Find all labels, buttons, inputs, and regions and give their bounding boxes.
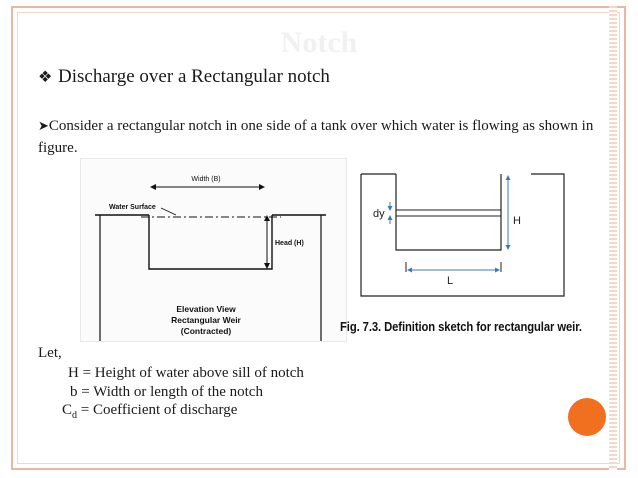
- slide-border-outer: [11, 6, 626, 470]
- weir-elevation-svg: Width (B) Water Surface Head (H) Elevati…: [95, 176, 326, 341]
- paragraph-text: Consider a rectangular notch in one side…: [38, 118, 594, 156]
- let-label: Let,: [38, 345, 62, 361]
- slide-title: Notch: [280, 26, 358, 59]
- water-surface-pointer: [160, 207, 177, 216]
- caption-line3: (Contracted): [181, 326, 232, 336]
- decorative-stripe: [609, 6, 617, 470]
- head-label: Head (H): [275, 240, 304, 247]
- figure-caption: Fig. 7.3. Definition sketch for rectangu…: [340, 320, 582, 334]
- cd-symbol: C: [62, 402, 73, 418]
- cd-text: = Coefficient of discharge: [77, 402, 238, 418]
- section-heading: ❖ Discharge over a Rectangular notch: [38, 66, 330, 88]
- definition-h: H = Height of water above sill of notch: [68, 365, 304, 381]
- l-label: L: [447, 275, 453, 287]
- arrow-bullet-icon: ➤: [38, 118, 49, 133]
- tank-outline: [360, 173, 565, 297]
- description-paragraph: ➤Consider a rectangular notch in one sid…: [38, 115, 598, 159]
- definition-sketch-diagram: dy H L: [356, 166, 589, 302]
- h-label: H: [513, 215, 521, 227]
- slide-border-inner: [17, 12, 620, 464]
- notch-outline-right: [395, 174, 502, 251]
- definition-cd: Cd = Coefficient of discharge: [62, 402, 237, 421]
- caption-line1: Elevation View: [176, 304, 236, 314]
- orange-circle-icon: [568, 398, 606, 436]
- cd-subscript: d: [72, 410, 78, 421]
- definition-b: b = Width or length of the notch: [70, 384, 263, 400]
- diamond-bullet-icon: ❖: [38, 69, 53, 86]
- weir-elevation-diagram: Width (B) Water Surface Head (H) Elevati…: [80, 158, 347, 342]
- water-surface-label: Water Surface: [109, 204, 156, 211]
- caption-line2: Rectangular Weir: [171, 315, 241, 325]
- heading-text: Discharge over a Rectangular notch: [58, 66, 330, 87]
- width-label: Width (B): [191, 176, 220, 183]
- notch-outline: [148, 215, 273, 270]
- definition-sketch-svg: dy H L: [360, 173, 565, 297]
- dy-label: dy: [373, 208, 385, 220]
